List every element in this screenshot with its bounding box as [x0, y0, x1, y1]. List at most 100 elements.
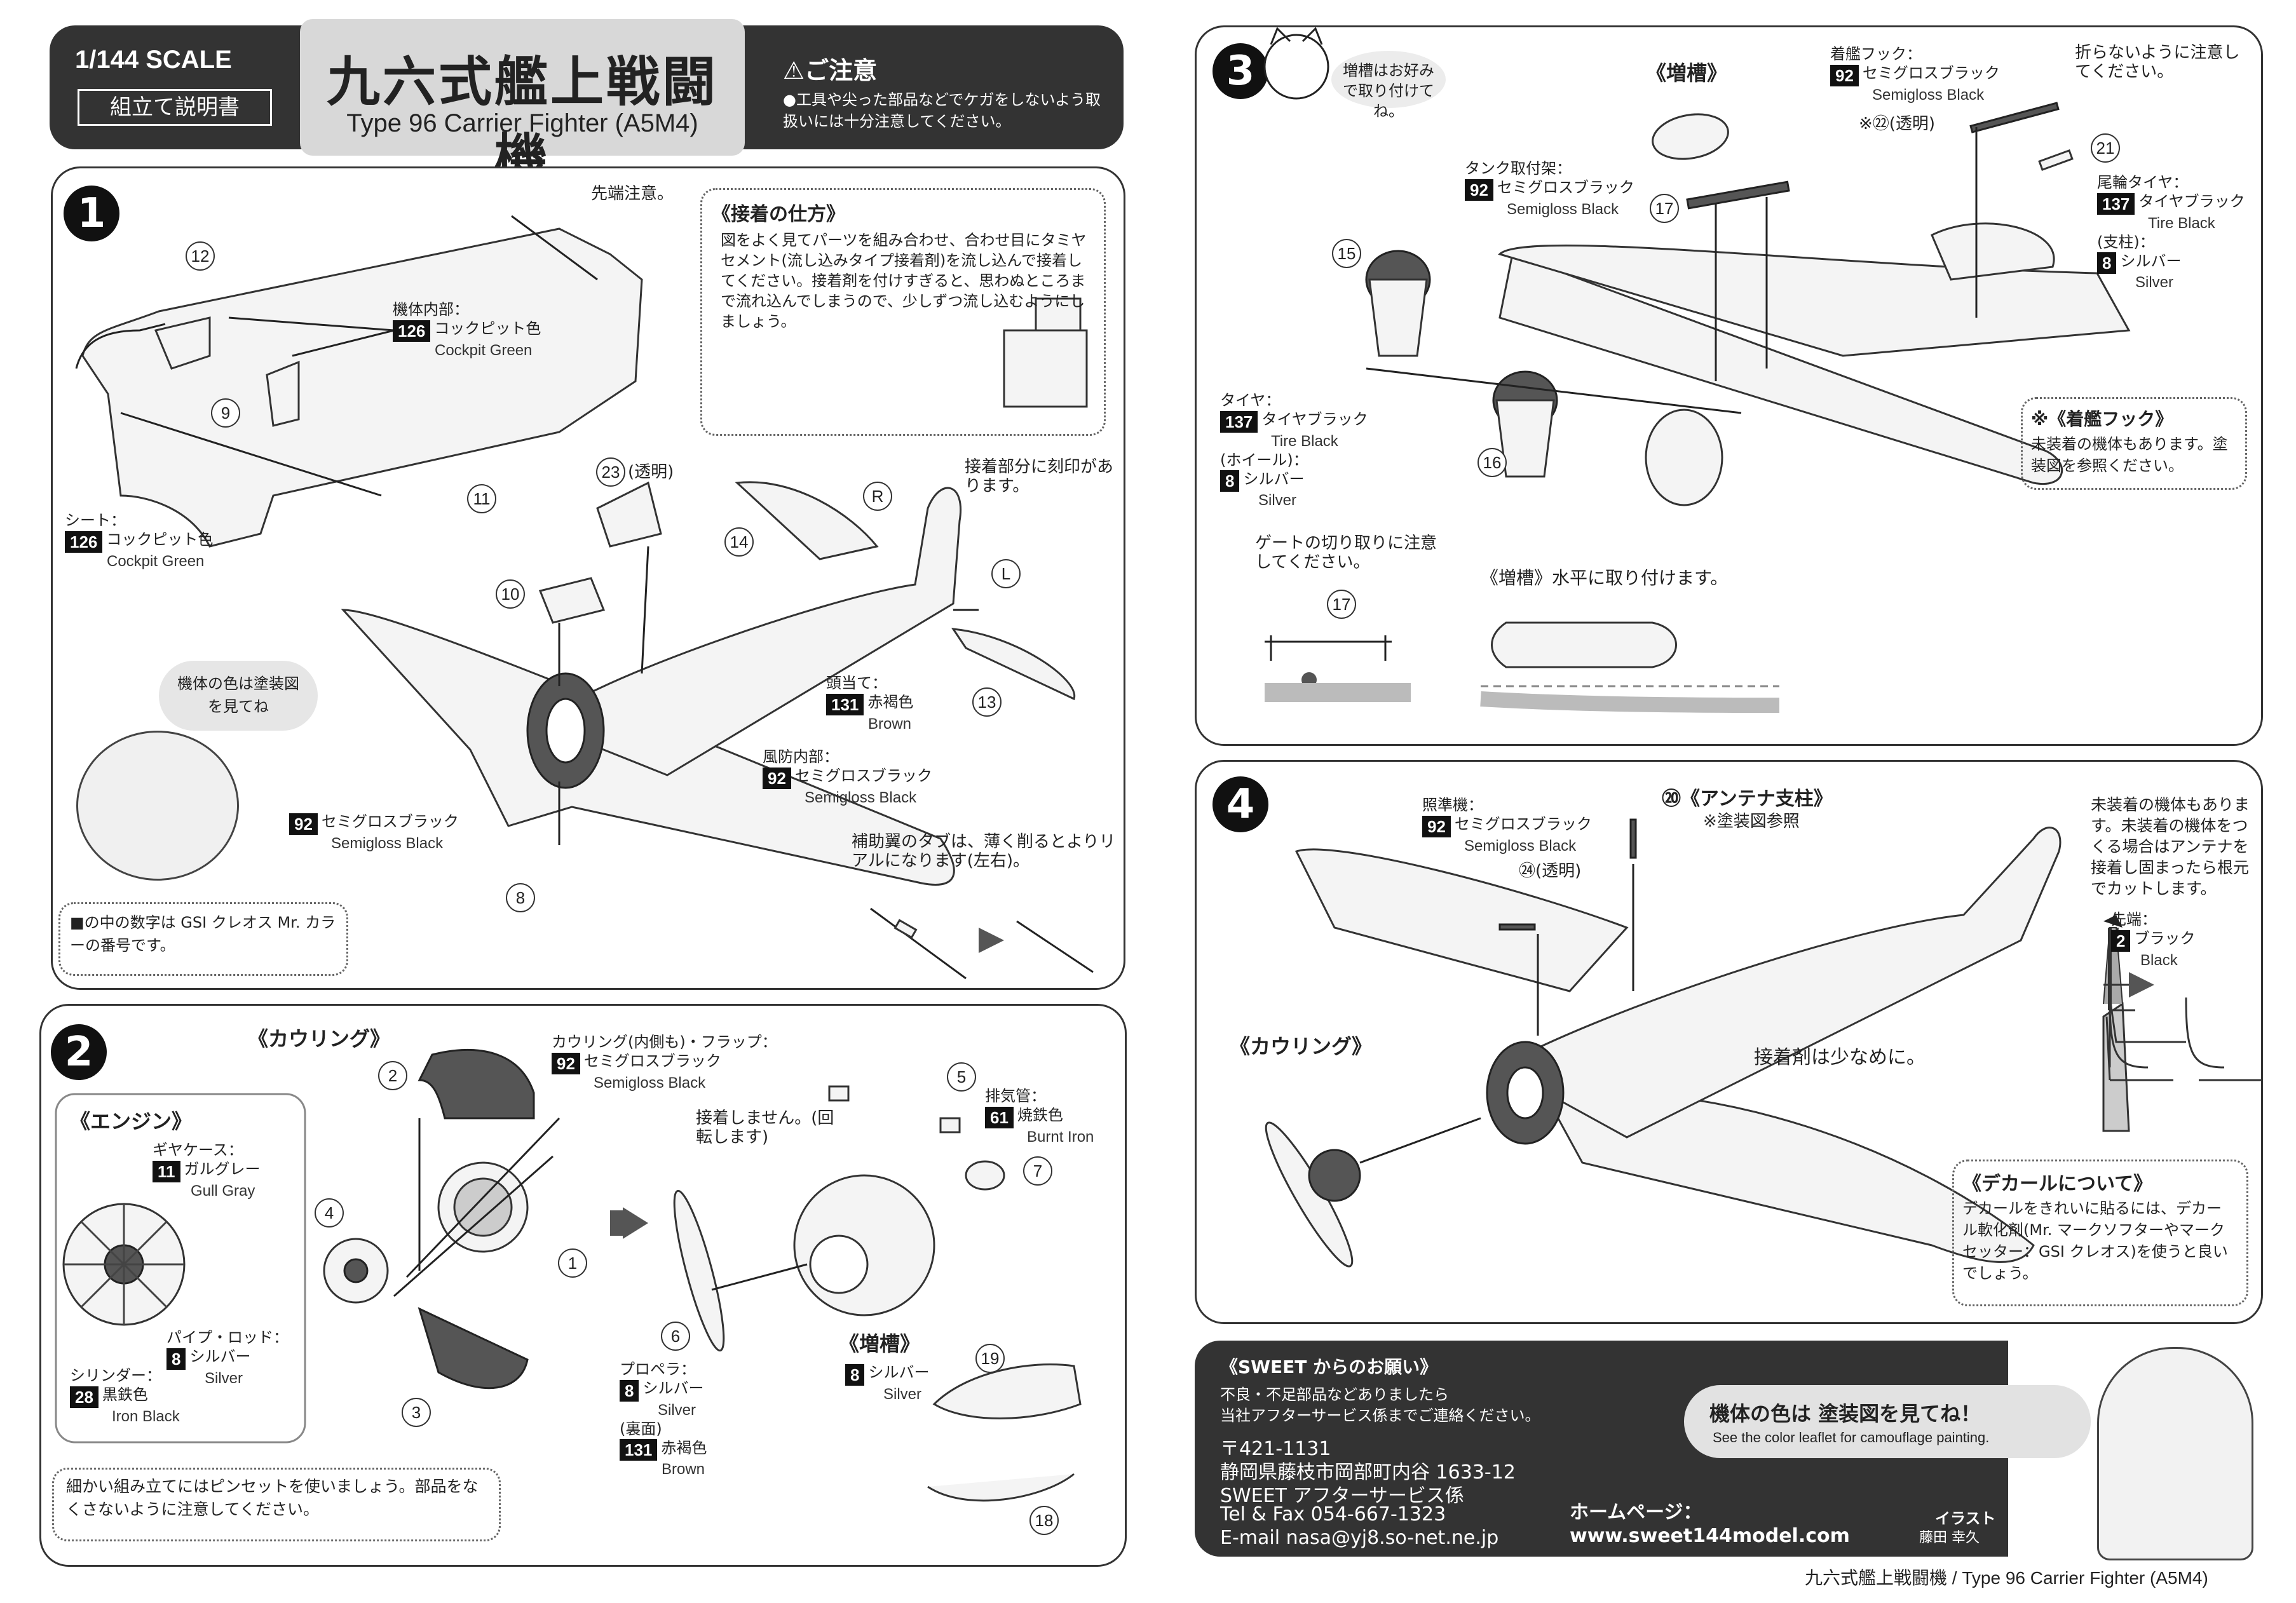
- sight-color-jp: セミグロスブラック: [1454, 815, 1592, 833]
- clear-22-label: ※㉒(透明): [1859, 114, 1936, 133]
- scale-label: 1/144 SCALE: [75, 46, 232, 74]
- black-jp: ブラック: [2134, 930, 2196, 947]
- part-2: 2: [378, 1061, 407, 1090]
- homepage-label: ホームページ：: [1570, 1501, 1702, 1524]
- pushrod-label: パイプ・ロッド：: [166, 1329, 289, 1346]
- glue-how-box: [700, 188, 1106, 436]
- level-note: 《増槽》水平に取り付けます。: [1481, 567, 1729, 588]
- sight-label: 照準機：: [1422, 796, 1483, 814]
- strut-color-jp: シルバー: [2120, 252, 2182, 270]
- droptank-section-title: 《増槽》: [839, 1332, 921, 1356]
- ironblack-code: 28: [70, 1386, 98, 1408]
- pushrod-color-jp: シルバー: [189, 1348, 251, 1365]
- part-7: 7: [1023, 1156, 1052, 1186]
- hook-note-title: ※《着艦フック》: [2031, 409, 2173, 429]
- tip-note: 先端注意。: [591, 184, 674, 203]
- antenna-tip-label: 先端：: [2111, 910, 2157, 928]
- marking-note: 接着部分に刻印があります。: [965, 457, 1114, 496]
- part-12: 12: [186, 241, 215, 271]
- windshield-color-code: 92: [763, 767, 791, 789]
- black-code: 2: [2111, 930, 2131, 952]
- clear-23-label: (透明): [628, 463, 674, 482]
- tailwheel-color-jp: タイヤブラック: [2138, 193, 2245, 210]
- strut-color-code: 8: [2097, 252, 2117, 274]
- wheel-color-code: 8: [1220, 470, 1240, 492]
- seat-color-jp: コックピット色: [106, 531, 214, 548]
- pushrod-color-code: 8: [166, 1348, 186, 1370]
- caution-title: ⚠ご注意: [783, 57, 878, 85]
- homepage-url[interactable]: www.sweet144model.com: [1570, 1525, 1850, 1547]
- burntiron-jp: 焼鉄色: [1017, 1106, 1063, 1124]
- droptank-color-jp: シルバー: [868, 1363, 930, 1381]
- tweezers-note-box: [52, 1468, 501, 1541]
- headrest-label: 頭当て：: [826, 674, 887, 692]
- prop-color-en: Silver: [658, 1401, 696, 1419]
- manual-label: 組立て説明書: [78, 89, 272, 126]
- part-13: 13: [972, 687, 1002, 717]
- prop-back-en: Brown: [662, 1461, 705, 1478]
- cowl-flap-label: カウリング(内側も)・フラップ：: [552, 1033, 777, 1051]
- part-8: 8: [506, 883, 535, 912]
- request-title: 《SWEET からのお願い》: [1220, 1356, 1438, 1377]
- hook-note-box: [2021, 397, 2247, 490]
- right-wing-marker: R: [863, 482, 892, 511]
- windshield-color-jp: セミグロスブラック: [794, 767, 932, 785]
- color-leaflet-jp: 機体の色は 塗装図を見てね！: [1709, 1402, 1981, 1426]
- glue-how-text: 図をよく見てパーツを組み合わせ、合わせ目にタミヤセメント(流し込みタイプ接着剤)…: [721, 231, 1087, 330]
- spinner-color-jp: セミグロスブラック: [321, 813, 459, 830]
- girl-cat-illustration: [2097, 1347, 2253, 1560]
- strut-label: (支柱)：: [2097, 233, 2155, 251]
- address: 静岡県藤枝市岡部町内谷 1633-12: [1220, 1461, 1516, 1484]
- gullgray-jp: ガルグレー: [184, 1160, 261, 1178]
- color-bubble-text: 機体の色は塗装図を見てね: [177, 675, 299, 715]
- tire-color-en: Tire Black: [1271, 432, 1338, 450]
- illustrator-name: 藤田 幸久: [1919, 1530, 1980, 1546]
- step3-droptank-title: 《増槽》: [1646, 61, 1728, 85]
- droptank-color-en: Silver: [883, 1385, 922, 1403]
- fuselage-interior-label: 機体内部：: [393, 301, 469, 318]
- wheel-label: (ホイール)：: [1220, 450, 1308, 469]
- decal-note-text: デカールをきれいに貼るには、デカール軟化剤(Mr. マークソフターやマークセッタ…: [1962, 1200, 2228, 1282]
- color-leaflet-bubble: [1684, 1385, 2091, 1458]
- hook-note-text: 未装着の機体もあります。塗装図を参照ください。: [2031, 435, 2228, 475]
- prop-label: プロペラ：: [620, 1360, 696, 1378]
- prop-color-code: 8: [620, 1379, 639, 1402]
- step1-number: 1: [64, 186, 119, 241]
- cylinder-label: シリンダー：: [70, 1367, 161, 1384]
- decal-note-box: [1952, 1160, 2248, 1306]
- decal-note-title: 《デカールについて》: [1962, 1173, 2153, 1195]
- prop-back-label: (裏面): [620, 1419, 662, 1438]
- windshield-label: 風防内部：: [763, 748, 839, 766]
- tweezers-note: 細かい組み立てにはピンセットを使いましょう。部品をなくさないように注意してくださ…: [66, 1477, 479, 1518]
- ironblack-jp: 黒鉄色: [102, 1386, 148, 1403]
- spinner-color-code: 92: [289, 813, 318, 835]
- tailwheel-color-en: Tire Black: [2148, 214, 2215, 232]
- cockpit-color-en: Cockpit Green: [435, 341, 533, 359]
- part-17-detail: 17: [1327, 590, 1356, 619]
- seat-color-en: Cockpit Green: [107, 552, 205, 570]
- cat-bubble-text: 増槽はお好みで取り付けてね。: [1343, 62, 1434, 120]
- antenna-note: 未装着の機体もあります。未装着の機体をつくる場合はアンテナを接着し固まったら根元…: [2091, 795, 2250, 898]
- glue-how-title: 《接着の仕方》: [712, 203, 845, 226]
- email[interactable]: E-mail nasa@yj8.so-net.ne.jp: [1220, 1527, 1499, 1549]
- seat-color-code: 126: [65, 531, 103, 553]
- part-3: 3: [402, 1398, 431, 1427]
- cowling-section-title: 《カウリング》: [248, 1027, 391, 1051]
- seat-label: シート：: [65, 511, 126, 529]
- tankmount-color-code: 92: [1465, 179, 1493, 201]
- strut-color-en: Silver: [2135, 274, 2174, 291]
- pushrod-color-en: Silver: [205, 1369, 243, 1387]
- step2-number: 2: [51, 1024, 107, 1080]
- brown-jp: 赤褐色: [867, 693, 914, 711]
- part-11: 11: [467, 484, 496, 513]
